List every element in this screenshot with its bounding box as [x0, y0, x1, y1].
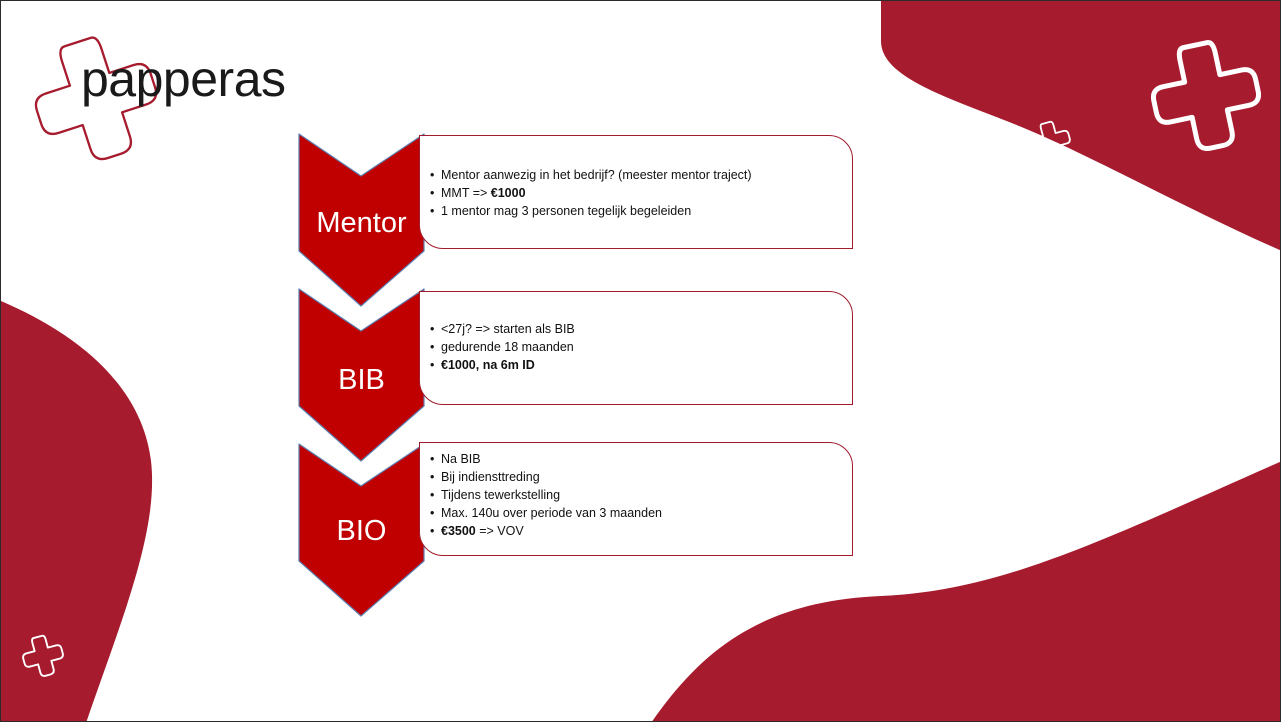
left-blob	[1, 301, 152, 721]
logo: papperas	[81, 49, 286, 109]
step-title-mentor: Mentor	[316, 207, 407, 239]
list-item: <27j? => starten als BIB	[428, 320, 852, 338]
list-item: Tijdens tewerkstelling	[428, 486, 852, 504]
bib-chevron-arrow	[298, 288, 425, 462]
plus-outline-icon	[22, 634, 64, 677]
plus-outline-icon	[1031, 120, 1071, 161]
list-item: gedurende 18 maanden	[428, 338, 852, 356]
bottom-right-blob	[652, 461, 1280, 721]
mentor-details-box: Mentor aanwezig in het bedrijf? (meester…	[419, 135, 853, 249]
list-item: Max. 140u over periode van 3 maanden	[428, 504, 852, 522]
bio-bullets: Na BIB Bij indiensttreding Tijdens tewer…	[428, 450, 852, 540]
top-right-blob	[881, 1, 1280, 251]
list-item: Na BIB	[428, 450, 852, 468]
step-title-bib: BIB	[338, 364, 385, 396]
mentor-chevron-arrow	[298, 133, 425, 307]
bib-details-box: <27j? => starten als BIB gedurende 18 ma…	[419, 291, 853, 405]
bio-details-box: Na BIB Bij indiensttreding Tijdens tewer…	[419, 442, 853, 556]
bio-chevron-arrow	[298, 443, 425, 617]
step-title-bio: BIO	[336, 515, 387, 547]
bib-bullets: <27j? => starten als BIB gedurende 18 ma…	[428, 320, 852, 374]
logo-plus-icon	[34, 36, 158, 161]
logo-text: papperas	[81, 51, 286, 107]
list-item: 1 mentor mag 3 personen tegelijk begelei…	[428, 202, 852, 220]
list-item: MMT => €1000	[428, 184, 852, 202]
plus-outline-icon	[1150, 40, 1262, 152]
list-item: Mentor aanwezig in het bedrijf? (meester…	[428, 166, 852, 184]
list-item: Bij indiensttreding	[428, 468, 852, 486]
list-item: €1000, na 6m ID	[428, 356, 852, 374]
mentor-bullets: Mentor aanwezig in het bedrijf? (meester…	[428, 166, 852, 220]
list-item: €3500 => VOV	[428, 522, 852, 540]
